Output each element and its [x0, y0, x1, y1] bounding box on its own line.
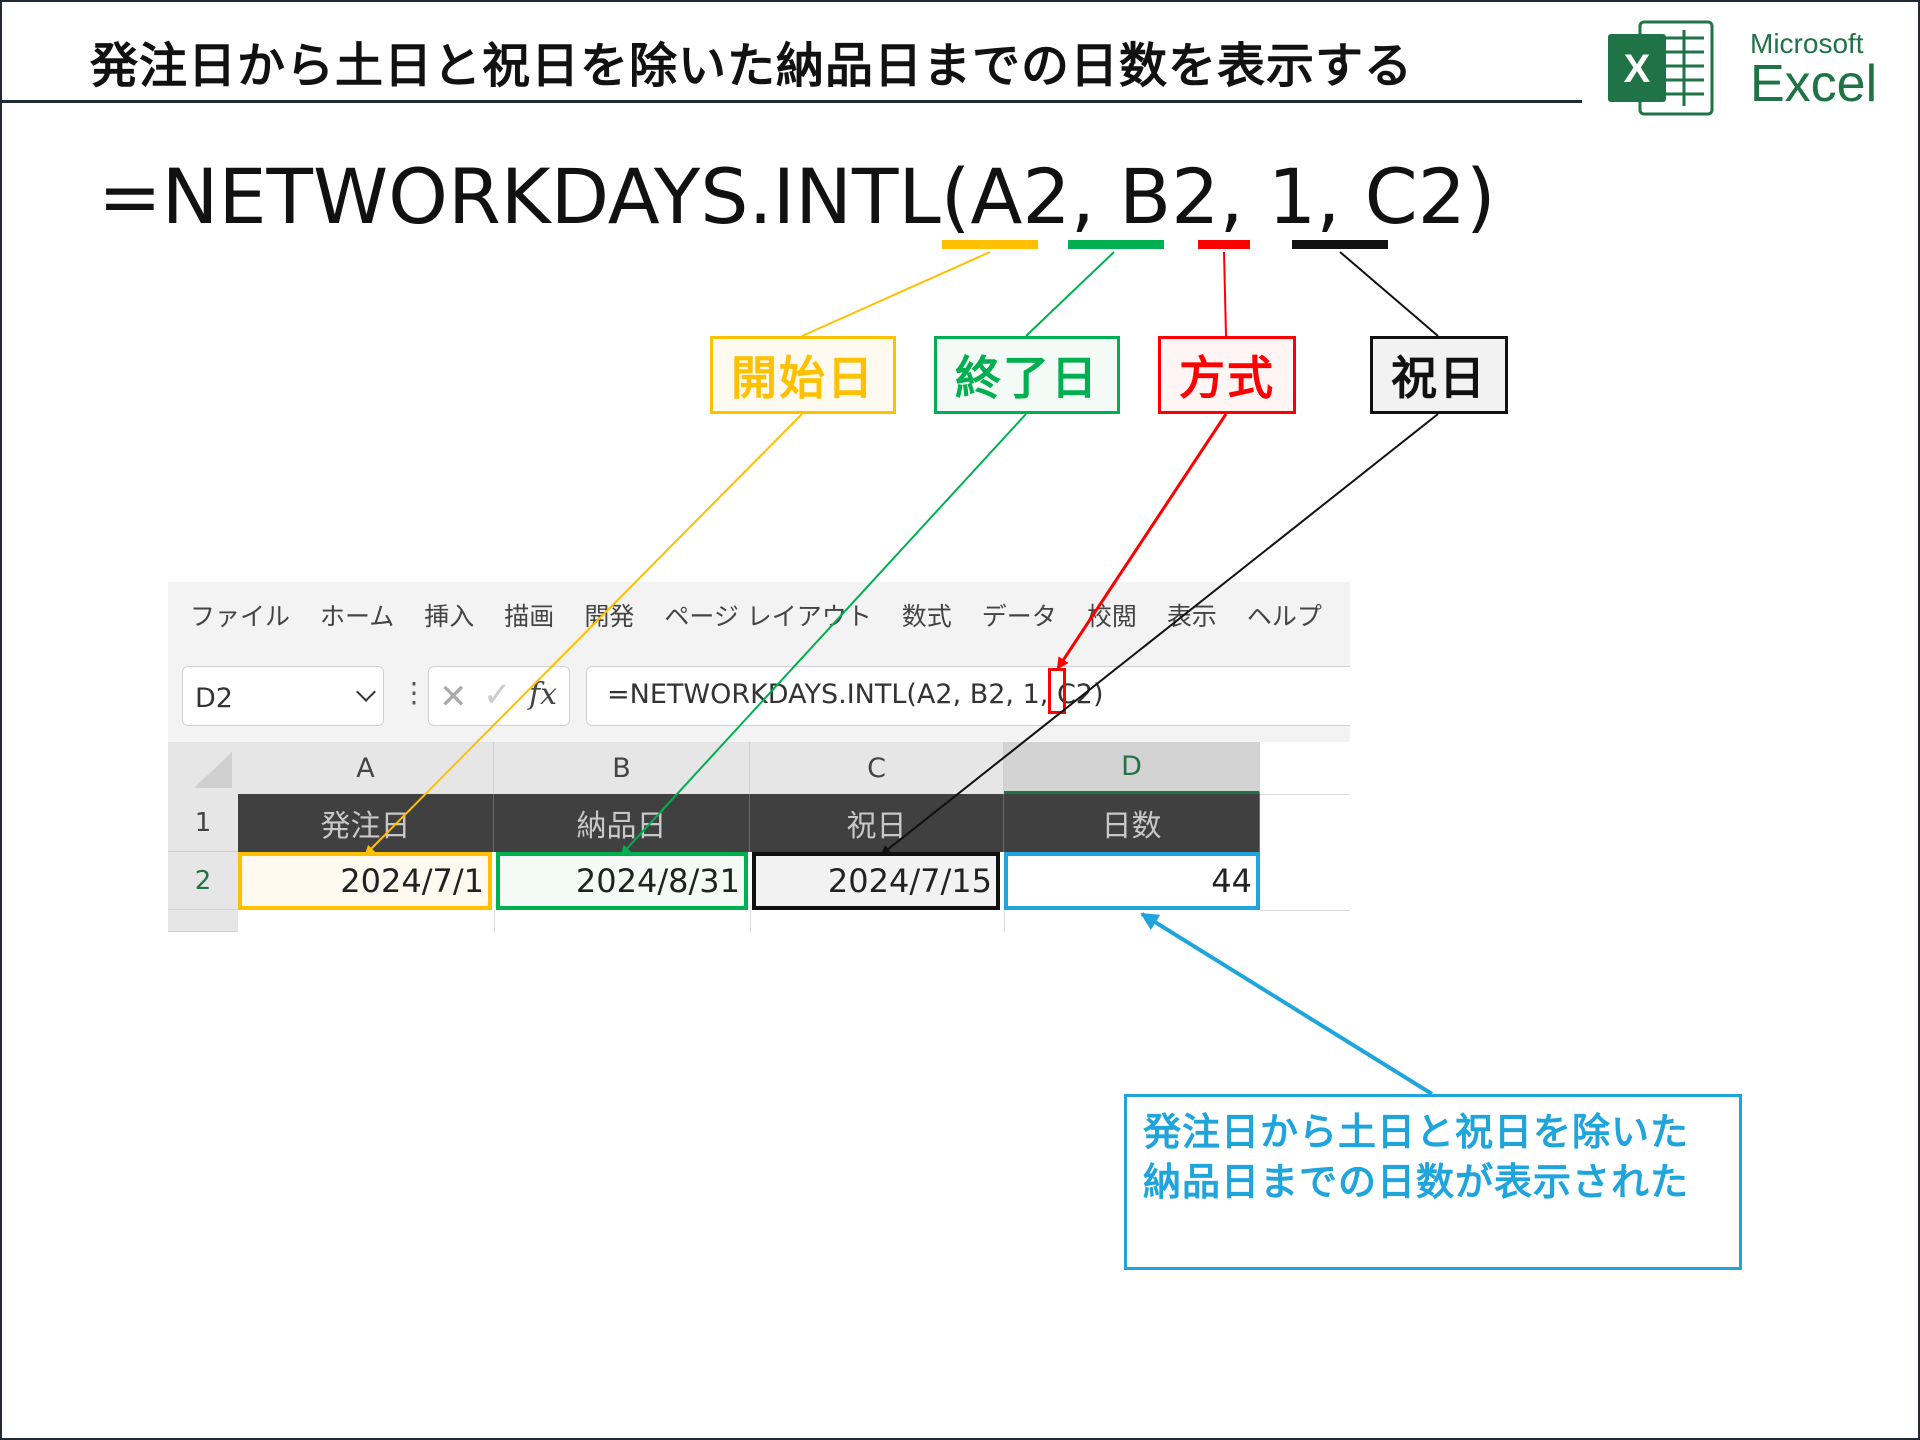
chevron-down-icon[interactable] — [356, 682, 376, 702]
label-method: 方式 — [1158, 336, 1296, 414]
row-header-3[interactable] — [168, 910, 238, 932]
menu-page-layout[interactable]: ページ レイアウト — [664, 602, 872, 631]
formula-arg-method: 1 — [1267, 152, 1317, 241]
row-header-2[interactable]: 2 — [168, 852, 238, 910]
menu-review[interactable]: 校閲 — [1086, 602, 1137, 631]
column-header-c[interactable]: C — [750, 742, 1004, 794]
cell-d2[interactable]: 44 — [1004, 852, 1260, 910]
excel-screenshot: ファイル ホーム 挿入 描画 開発 ページ レイアウト 数式 データ 校閲 表示… — [168, 582, 1350, 932]
underline-holiday — [1292, 240, 1388, 249]
cell-b2[interactable]: 2024/8/31 — [496, 852, 748, 910]
connector-method-top — [1223, 251, 1227, 337]
row-header-1[interactable]: 1 — [168, 794, 238, 852]
formula-bar[interactable]: =NETWORKDAYS.INTL(A2, B2, 1, C2) — [586, 666, 1350, 726]
menu-insert[interactable]: 挿入 — [424, 602, 475, 631]
formula-buttons: ✕ ✓ fx — [428, 666, 570, 726]
column-header-a[interactable]: A — [238, 742, 494, 794]
brand-excel: Excel — [1750, 55, 1878, 113]
arrow-result — [1140, 912, 1434, 1096]
menu-formulas[interactable]: 数式 — [901, 602, 952, 631]
cell-d1[interactable]: 日数 — [1004, 794, 1260, 852]
excel-logo-icon: X — [1608, 20, 1714, 116]
result-callout: 発注日から土日と祝日を除いた納品日までの日数が表示された — [1124, 1094, 1742, 1270]
column-header-d[interactable]: D — [1004, 742, 1260, 794]
formula-arg-holiday: C2 — [1364, 152, 1466, 241]
connector-start-top — [801, 251, 991, 337]
label-start-date: 開始日 — [710, 336, 896, 414]
menu-help[interactable]: ヘルプ — [1246, 602, 1322, 631]
underline-end — [1068, 240, 1164, 249]
method-highlight — [1048, 668, 1066, 714]
column-header-b[interactable]: B — [494, 742, 750, 794]
enter-icon[interactable]: ✓ — [483, 675, 512, 715]
ribbon-menu: ファイル ホーム 挿入 描画 開発 ページ レイアウト 数式 データ 校閲 表示… — [168, 582, 1350, 648]
connector-holiday-top — [1339, 251, 1439, 337]
menu-developer[interactable]: 開発 — [584, 602, 635, 631]
cell-b1[interactable]: 納品日 — [494, 794, 750, 852]
label-holiday: 祝日 — [1370, 336, 1508, 414]
grid-line — [750, 910, 751, 932]
more-options-icon[interactable]: ⋮ — [400, 676, 428, 709]
grid-line — [494, 910, 495, 932]
name-box[interactable]: D2 — [182, 666, 384, 726]
formula-display: =NETWORKDAYS.INTL(A2, B2, 1, C2) — [98, 152, 1496, 241]
cell-c1[interactable]: 祝日 — [750, 794, 1004, 852]
select-all-icon[interactable] — [168, 742, 238, 794]
page-title: 発注日から土日と祝日を除いた納品日までの日数を表示する — [90, 38, 1414, 94]
name-box-value: D2 — [195, 683, 233, 714]
cell-a1[interactable]: 発注日 — [238, 794, 494, 852]
menu-file[interactable]: ファイル — [190, 602, 291, 631]
excel-logo-letter: X — [1624, 47, 1651, 91]
title-underline — [2, 100, 1582, 103]
cell-a2[interactable]: 2024/7/1 — [238, 852, 492, 910]
menu-home[interactable]: ホーム — [320, 602, 395, 631]
grid-line — [1260, 910, 1350, 911]
fx-icon[interactable]: fx — [529, 677, 558, 712]
menu-view[interactable]: 表示 — [1166, 602, 1217, 631]
underline-start — [942, 240, 1038, 249]
sheet-grid: A B C D 1 2 発注日 納品日 祝日 日数 2024/7/1 2024/… — [168, 742, 1350, 932]
grid-line — [1004, 910, 1005, 932]
formula-sep: , — [1219, 152, 1268, 241]
connector-end-top — [1025, 251, 1115, 337]
label-end-date: 終了日 — [934, 336, 1120, 414]
formula-sep: , — [1070, 152, 1120, 241]
menu-data[interactable]: データ — [981, 602, 1057, 631]
formula-bar-text: =NETWORKDAYS.INTL(A2, B2, 1, C2) — [607, 679, 1104, 710]
grid-line — [1260, 794, 1350, 795]
formula-sep: , — [1316, 152, 1365, 241]
formula-arg-end: B2 — [1119, 152, 1220, 241]
brand-microsoft: Microsoft — [1750, 28, 1864, 59]
menu-draw[interactable]: 描画 — [504, 602, 555, 631]
formula-prefix: =NETWORKDAYS.INTL( — [98, 152, 971, 241]
underline-method — [1198, 240, 1250, 249]
formula-arg-start: A2 — [970, 152, 1071, 241]
cell-c2[interactable]: 2024/7/15 — [752, 852, 1000, 910]
formula-suffix: ) — [1465, 152, 1496, 241]
cancel-icon[interactable]: ✕ — [439, 677, 468, 717]
